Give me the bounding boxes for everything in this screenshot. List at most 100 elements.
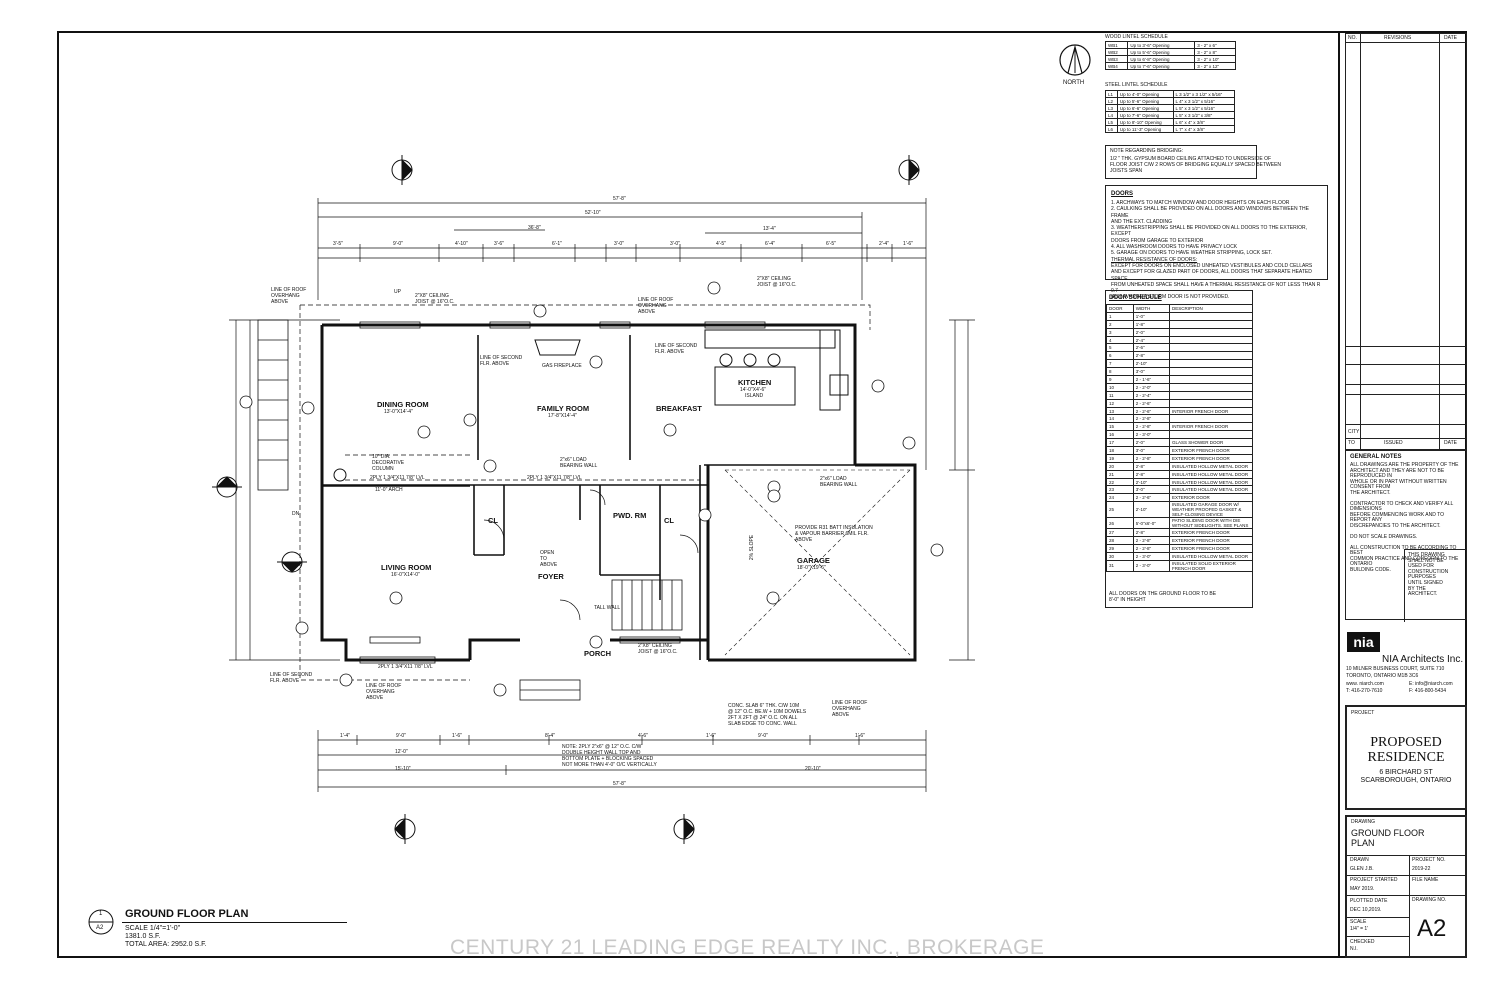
dim-top-5: 6'-1" (552, 241, 562, 247)
dim-top-12: 1'-6" (903, 241, 913, 247)
dim-top-9: 6'-4" (765, 241, 775, 247)
dim-top-10: 6'-5" (826, 241, 836, 247)
section-marker-top-right (898, 155, 920, 185)
note-dn: DN (292, 511, 300, 517)
plan-title-underline (122, 922, 347, 923)
room-label-dining: DINING ROOM (377, 400, 429, 409)
dim-bot-7: 9'-0" (758, 733, 768, 739)
section-marker-left-upper (212, 476, 242, 498)
garage-slope-label: 2% SLOPE (749, 534, 756, 561)
project-name-1: PROPOSED (1370, 735, 1442, 750)
north-label: NORTH (1063, 80, 1085, 86)
doors-notes-box: DOORS 1. ARCHWAYS TO MATCH WINDOW AND DO… (1105, 185, 1328, 300)
dim-bot-1: 1'-4" (340, 733, 350, 739)
floor-plan-drawing (212, 155, 975, 844)
firm-block: nia NIA Architects Inc. 10 MILNER BUSINE… (1346, 632, 1464, 694)
fireplace-label: GAS FIREPLACE (542, 363, 582, 369)
dim-52-10: 52'-10" (585, 210, 601, 216)
steel-lintel-title: STEEL LINTEL SCHEDULE (1105, 82, 1168, 88)
room-label-breakfast: BREAKFAST (656, 404, 702, 413)
room-label-garage: GARAGE (797, 556, 830, 565)
room-dim-dining: 13'-0"X14'-4" (384, 409, 413, 415)
note-up: UP (394, 289, 401, 295)
watermark: CENTURY 21 LEADING EDGE REALTY INC., BRO… (450, 936, 1045, 959)
plan-title: GROUND FLOOR PLAN (125, 908, 249, 920)
dim-bot-5: 4'-6" (638, 733, 648, 739)
dim-15-10: 15'-10" (395, 766, 411, 772)
room-label-porch: PORCH (584, 649, 612, 658)
revisions-box: NO. REVISIONS DATE CITY TO ISSUED DATE (1345, 33, 1467, 451)
room-label-foyer: FOYER (538, 572, 564, 581)
drawing-info-box: DRAWING GROUND FLOOR PLAN DRAWN GLEN J.B… (1345, 815, 1467, 958)
room-dim-garage: 18'-0"X19'-6" (797, 565, 826, 571)
dim-top-8: 4'-5" (716, 241, 726, 247)
dim-top-11: 2'-4" (879, 241, 889, 247)
north-arrow-icon (1059, 44, 1091, 76)
room-label-powder: PWD. RM (613, 511, 647, 520)
firm-logo: nia (1347, 632, 1380, 652)
dim-bot-4: 8'-4" (545, 733, 555, 739)
dim-36-8: 36'-8" (528, 225, 541, 231)
dim-overall-bottom: 57'-8" (613, 781, 626, 787)
room-label-closet-2: CL (664, 516, 674, 525)
dim-bot-8: 1'-6" (855, 733, 865, 739)
note-tall-wall: TALL WALL (594, 605, 621, 611)
dim-top-4: 3'-6" (494, 241, 504, 247)
door-schedule-title: DOOR SCHEDULE (1109, 295, 1162, 301)
general-notes-box: GENERAL NOTES ALL DRAWINGS ARE THE PROPE… (1345, 450, 1467, 622)
dim-bot-2: 9'-0" (396, 733, 406, 739)
section-marker-left-lower (277, 551, 307, 573)
project-box: PROJECT PROPOSED RESIDENCE 6 BIRCHARD ST… (1345, 705, 1467, 810)
dim-20-10: 20'-10" (805, 766, 821, 772)
wood-lintel-title: WOOD LINTEL SCHEDULE (1105, 34, 1168, 40)
plan-title-bubble (88, 909, 114, 935)
note-lvl-beam-3: 2PLY 1 3/4"X11 7/8" LVL (378, 664, 433, 670)
note-arch: 11'-0" ARCH (375, 487, 403, 493)
plan-title-scale: SCALE 1/4"=1'-0" (125, 925, 181, 932)
room-label-closet-1: CL (488, 516, 498, 525)
room-dim-family: 17'-8"X14'-4" (548, 413, 577, 419)
room-label-family: FAMILY ROOM (537, 404, 590, 413)
plan-title-number: 1 (99, 911, 103, 917)
sheet-number: A2 (1417, 915, 1447, 942)
project-name-2: RESIDENCE (1367, 750, 1445, 765)
drawing-title-1: GROUND FLOOR (1351, 828, 1425, 838)
dim-12-0: 12'-0" (395, 749, 408, 755)
dim-top-1: 3'-5" (333, 241, 343, 247)
dim-overall-top: 57'-8" (613, 196, 626, 202)
room-label-living: LIVING ROOM (381, 563, 432, 572)
note-concrete-slab: CONC. SLAB 6" THK. C/W 10M@ 12" O.C. BE.… (728, 703, 807, 727)
garage-insulation-note: PROVIDE R31 BATT INSULATION& VAPOUR BARR… (795, 525, 873, 543)
room-label-kitchen: KITCHEN (738, 378, 772, 387)
firm-name: NIA Architects Inc. (1382, 654, 1464, 665)
dim-bot-6: 1'-6" (706, 733, 716, 739)
bridging-note-box: NOTE REGARDING BRIDGING: 1/2 " THK. GYPS… (1105, 145, 1281, 179)
note-lvl-beam-2: 2PLY 1 3/4"X11 7/8" LVL (527, 475, 582, 481)
plan-title-sheet: A2 (96, 925, 104, 931)
dim-top-7: 3'-0" (670, 241, 680, 247)
dim-top-6: 3'-0" (614, 241, 624, 247)
title-block-divider (1338, 31, 1340, 958)
plan-title-area: 1381.0 S.F. (125, 933, 161, 940)
section-marker-bottom-left (394, 814, 416, 844)
note-lvl-beam-1: 2PLY 1 3/4"X11 7/8" LVL (370, 475, 425, 481)
